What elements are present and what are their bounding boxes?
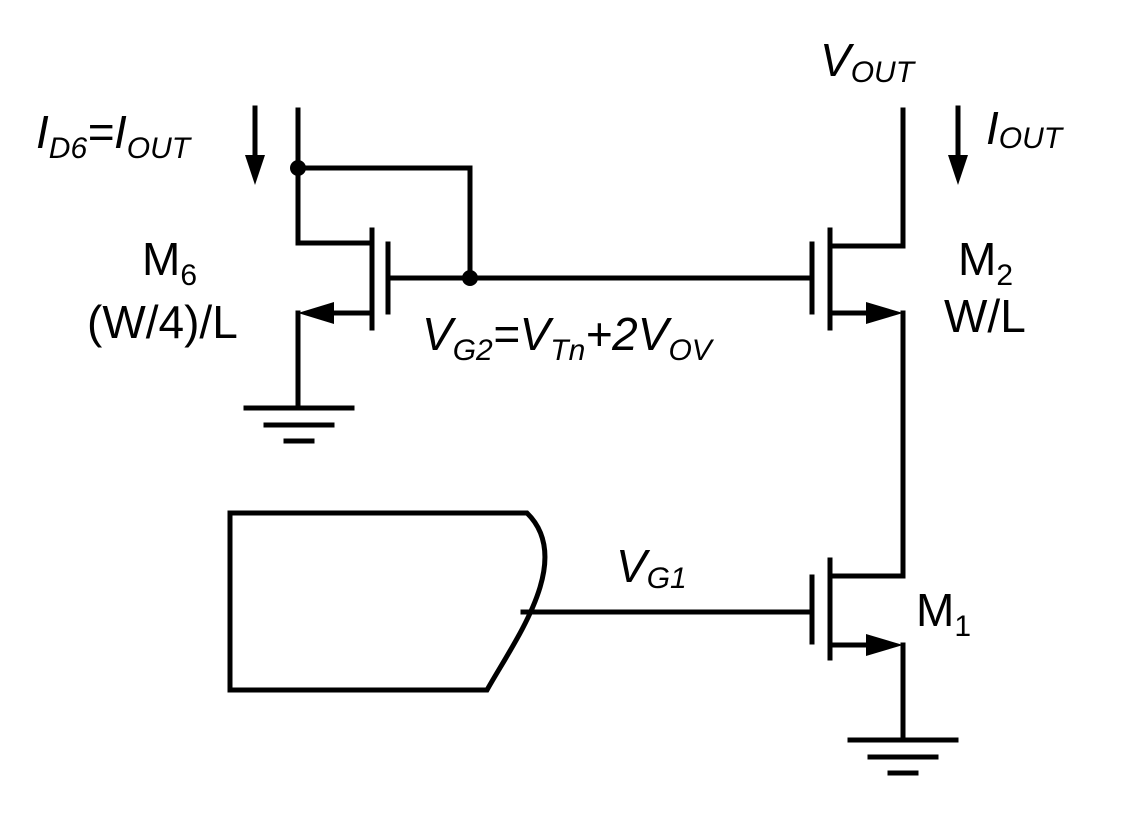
gate-junction-dot bbox=[462, 270, 478, 286]
m1-source-arrow bbox=[866, 634, 903, 656]
label-vg2-equation: VG2=VTn+2VOV bbox=[422, 308, 715, 367]
current-arrow-down-icon bbox=[245, 105, 265, 185]
label-m6: M6 bbox=[142, 233, 197, 292]
transistor-m1 bbox=[809, 557, 906, 743]
current-arrow-down-icon bbox=[948, 105, 968, 185]
m6-source-arrow bbox=[298, 302, 334, 324]
ground-symbol-m1 bbox=[847, 737, 959, 776]
label-m2-size: W/L bbox=[944, 290, 1026, 342]
label-iout: IOUT bbox=[986, 102, 1065, 155]
vg1-source-block bbox=[227, 510, 548, 693]
label-vout: VOUT bbox=[820, 34, 917, 89]
label-m1: M1 bbox=[916, 584, 971, 643]
label-vg1: VG1 bbox=[616, 540, 687, 595]
m2-source-arrow bbox=[866, 302, 903, 324]
label-m2: M2 bbox=[958, 233, 1013, 292]
transistor-m6 bbox=[290, 107, 473, 411]
label-m6-size: (W/4)/L bbox=[87, 296, 238, 348]
label-id6-equals-iout: ID6=IOUT bbox=[36, 106, 193, 165]
transistor-m2 bbox=[809, 107, 906, 579]
ground-symbol-m6 bbox=[243, 405, 355, 444]
m6-junction-dot-top bbox=[290, 160, 306, 176]
